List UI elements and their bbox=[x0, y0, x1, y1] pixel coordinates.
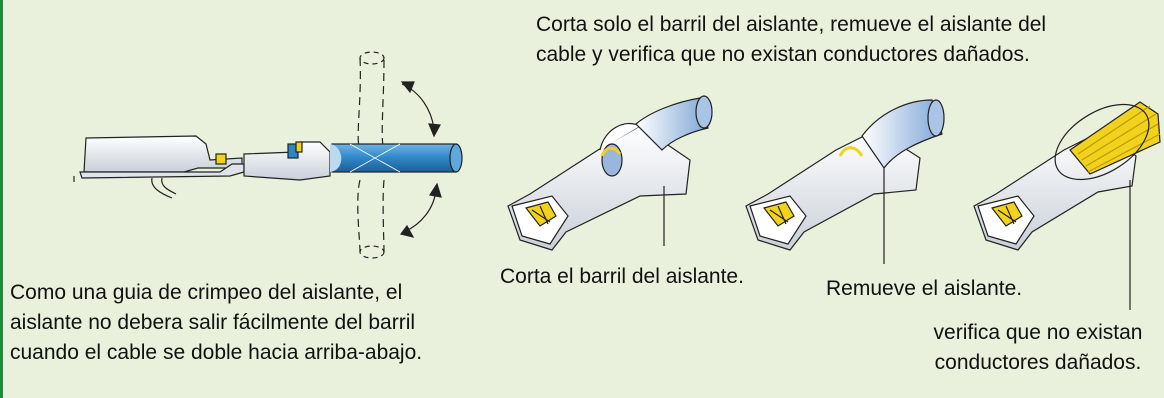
crimp-guide-text: Como una guia de crimpeo del aislante, e… bbox=[10, 281, 423, 364]
verify-conductors-label: verifica que no existan conductores daña… bbox=[933, 321, 1143, 374]
remove-insulation-label: Remueve el aislante. bbox=[826, 277, 1023, 300]
terminal-remove-insulation bbox=[745, 99, 945, 264]
terminal-verify-conductors bbox=[973, 101, 1161, 310]
side-view-terminal bbox=[73, 51, 463, 259]
cut-barrel-label: Corta el barril del aislante. bbox=[500, 265, 744, 288]
terminal-cut-barrel bbox=[507, 95, 713, 251]
accent-bar bbox=[0, 0, 3, 398]
instruction-text: Corta solo el barril del aislante, remue… bbox=[536, 13, 1047, 66]
